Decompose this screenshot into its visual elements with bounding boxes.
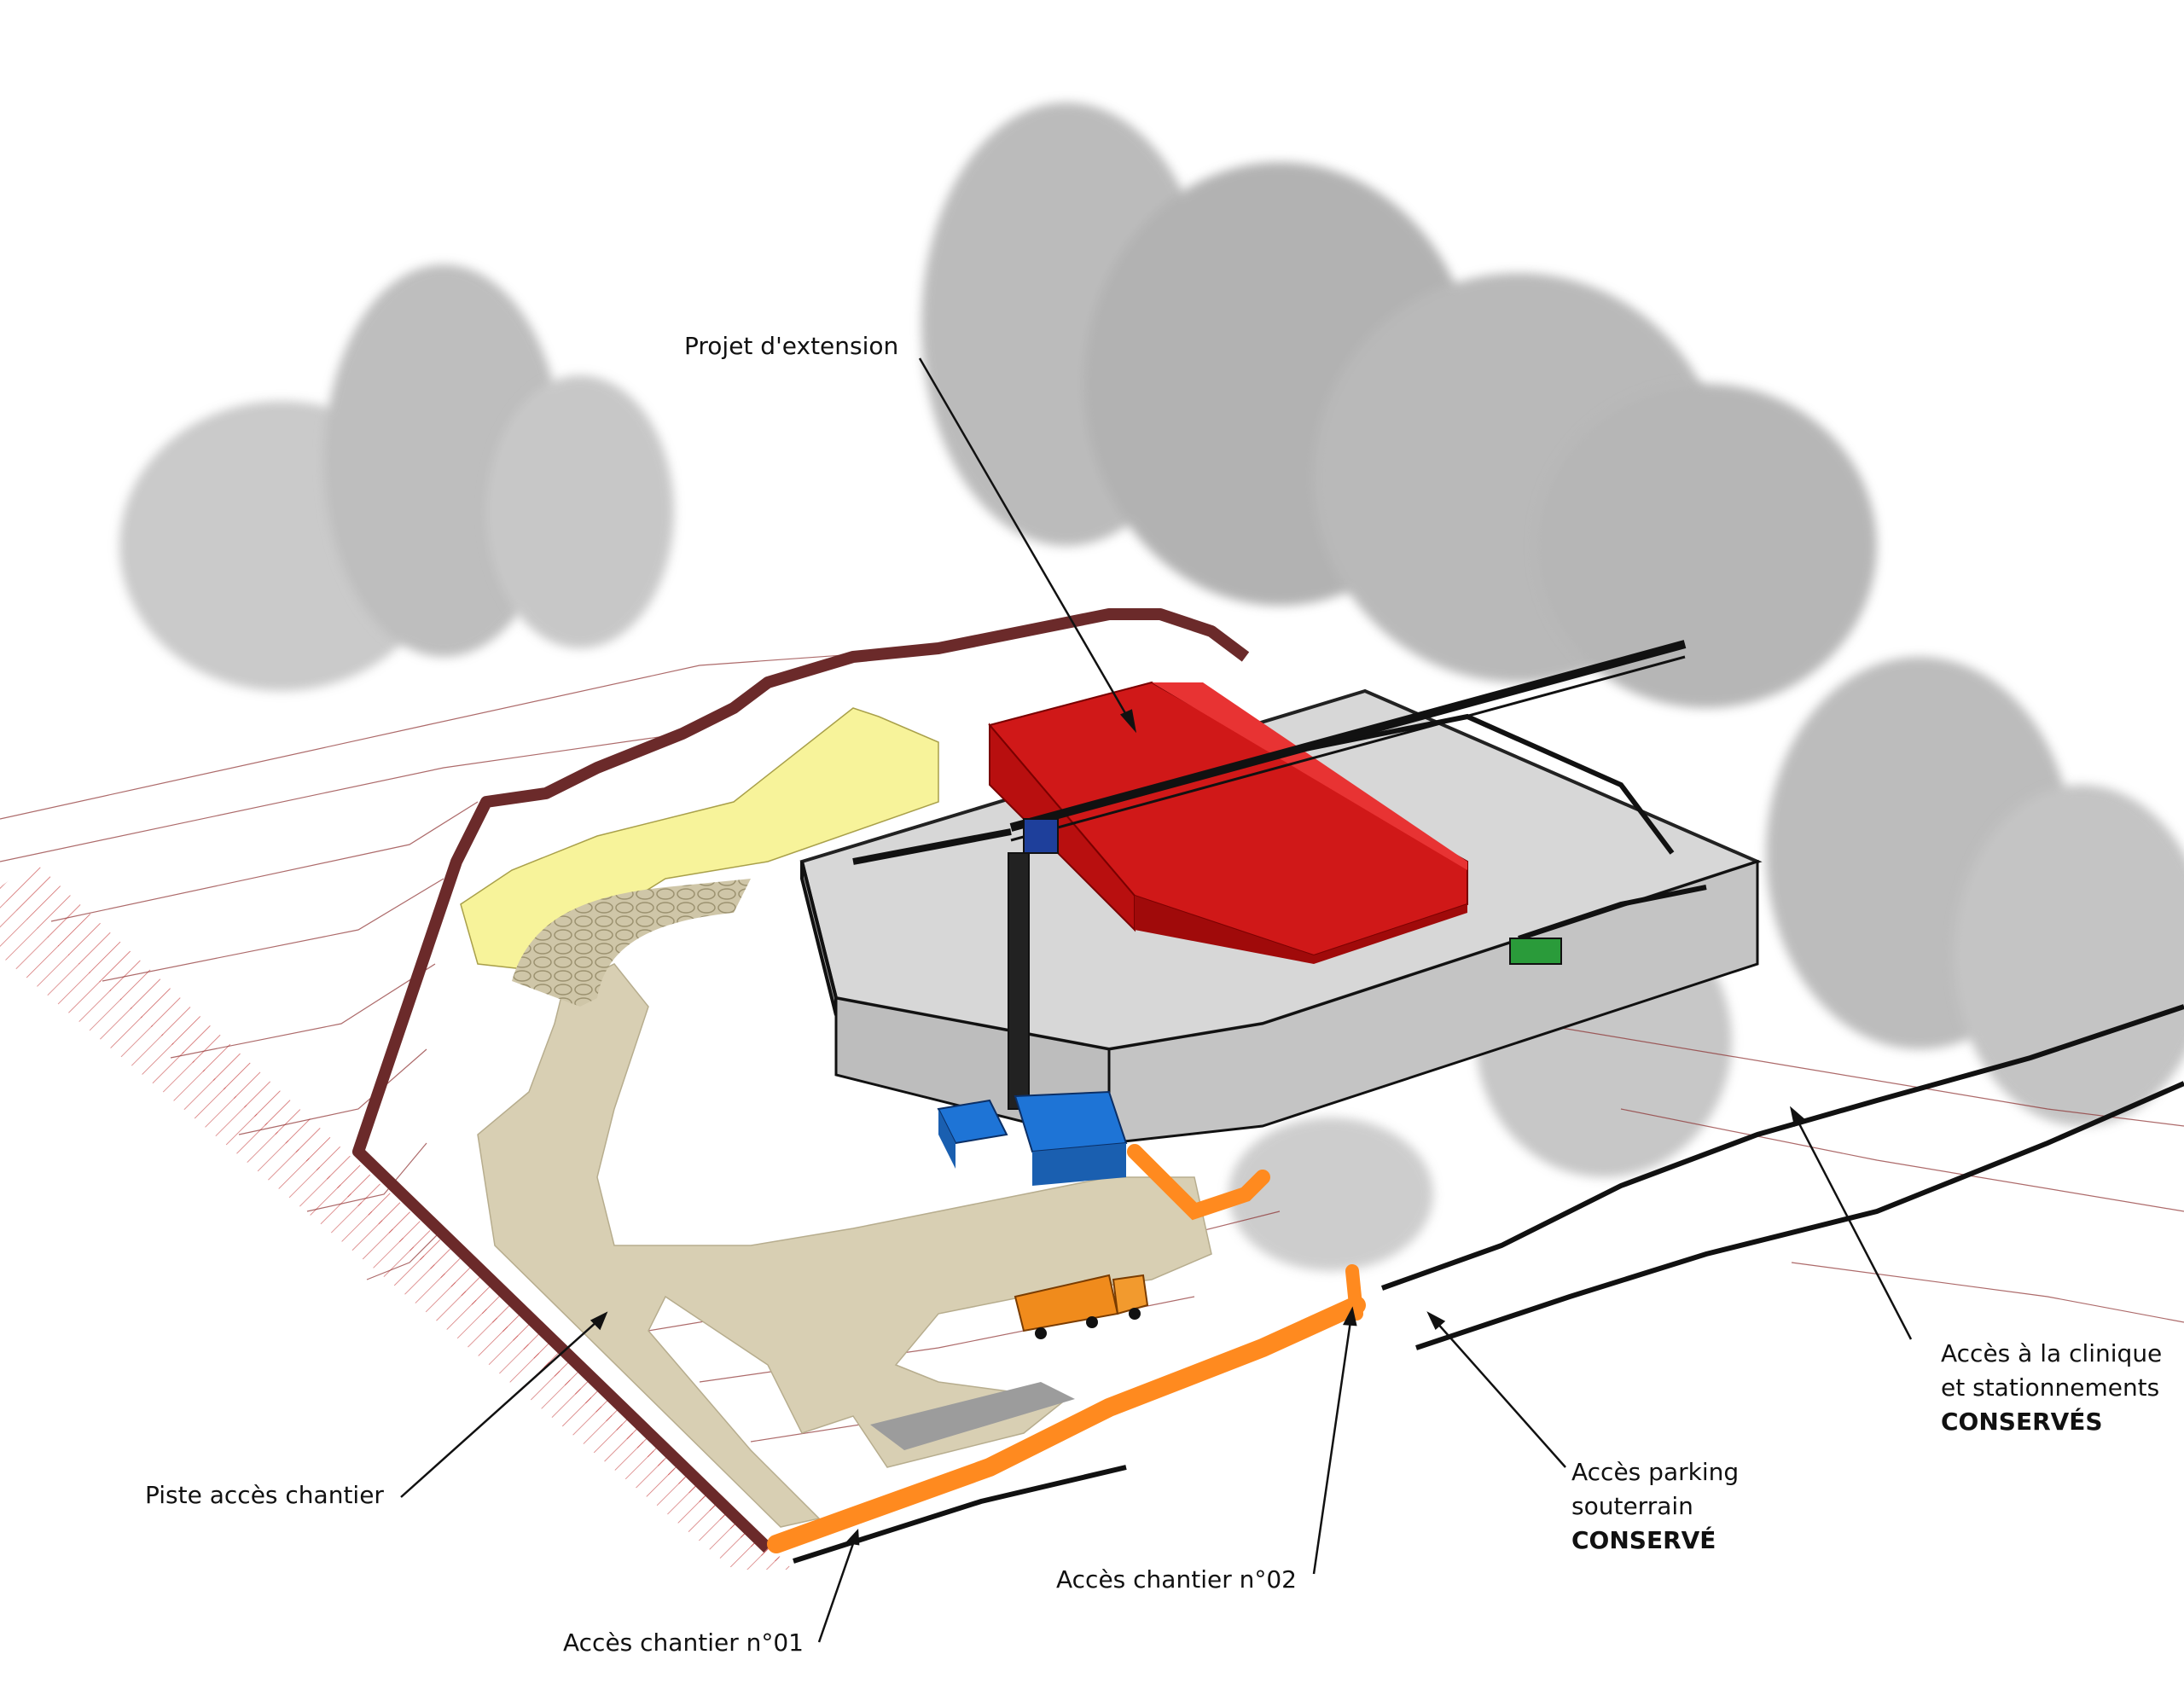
paving-zone <box>512 879 751 1007</box>
extension-project <box>988 681 1468 964</box>
label-piste-acces-chantier: Piste accès chantier <box>145 1481 384 1509</box>
label-acces-parking-line3: CONSERVÉ <box>1571 1526 1716 1554</box>
leader-lines <box>400 357 1913 1643</box>
point-cloud-trees <box>119 102 2184 1271</box>
label-acces-parking: Accès parking souterrain CONSERVÉ <box>1571 1455 1739 1558</box>
delivery-truck-icon <box>1014 1274 1149 1339</box>
track-grey-ramp <box>870 1382 1075 1450</box>
label-acces-clinique-line3: CONSERVÉS <box>1941 1408 2103 1436</box>
label-acces-chantier-02: Accès chantier n°02 <box>1056 1565 1297 1594</box>
label-projet-extension: Projet d'extension <box>684 332 899 360</box>
label-acces-clinique-line2: et stationnements <box>1941 1373 2160 1402</box>
tower-crane-icon <box>852 640 1687 1110</box>
access-fences <box>767 1144 1366 1553</box>
site-cabins-icon <box>937 1090 1128 1186</box>
site-boundary <box>352 608 1250 1553</box>
label-acces-parking-line1: Accès parking <box>1571 1458 1740 1486</box>
label-acces-chantier-01: Accès chantier n°01 <box>563 1628 804 1657</box>
hatched-slope <box>0 862 785 1561</box>
hatched-slope-lower <box>0 896 793 1570</box>
label-acces-clinique: Accès à la clinique et stationnements CO… <box>1941 1337 2162 1439</box>
label-acces-clinique-line1: Accès à la clinique <box>1941 1339 2163 1367</box>
label-acces-parking-line2: souterrain <box>1571 1492 1693 1520</box>
